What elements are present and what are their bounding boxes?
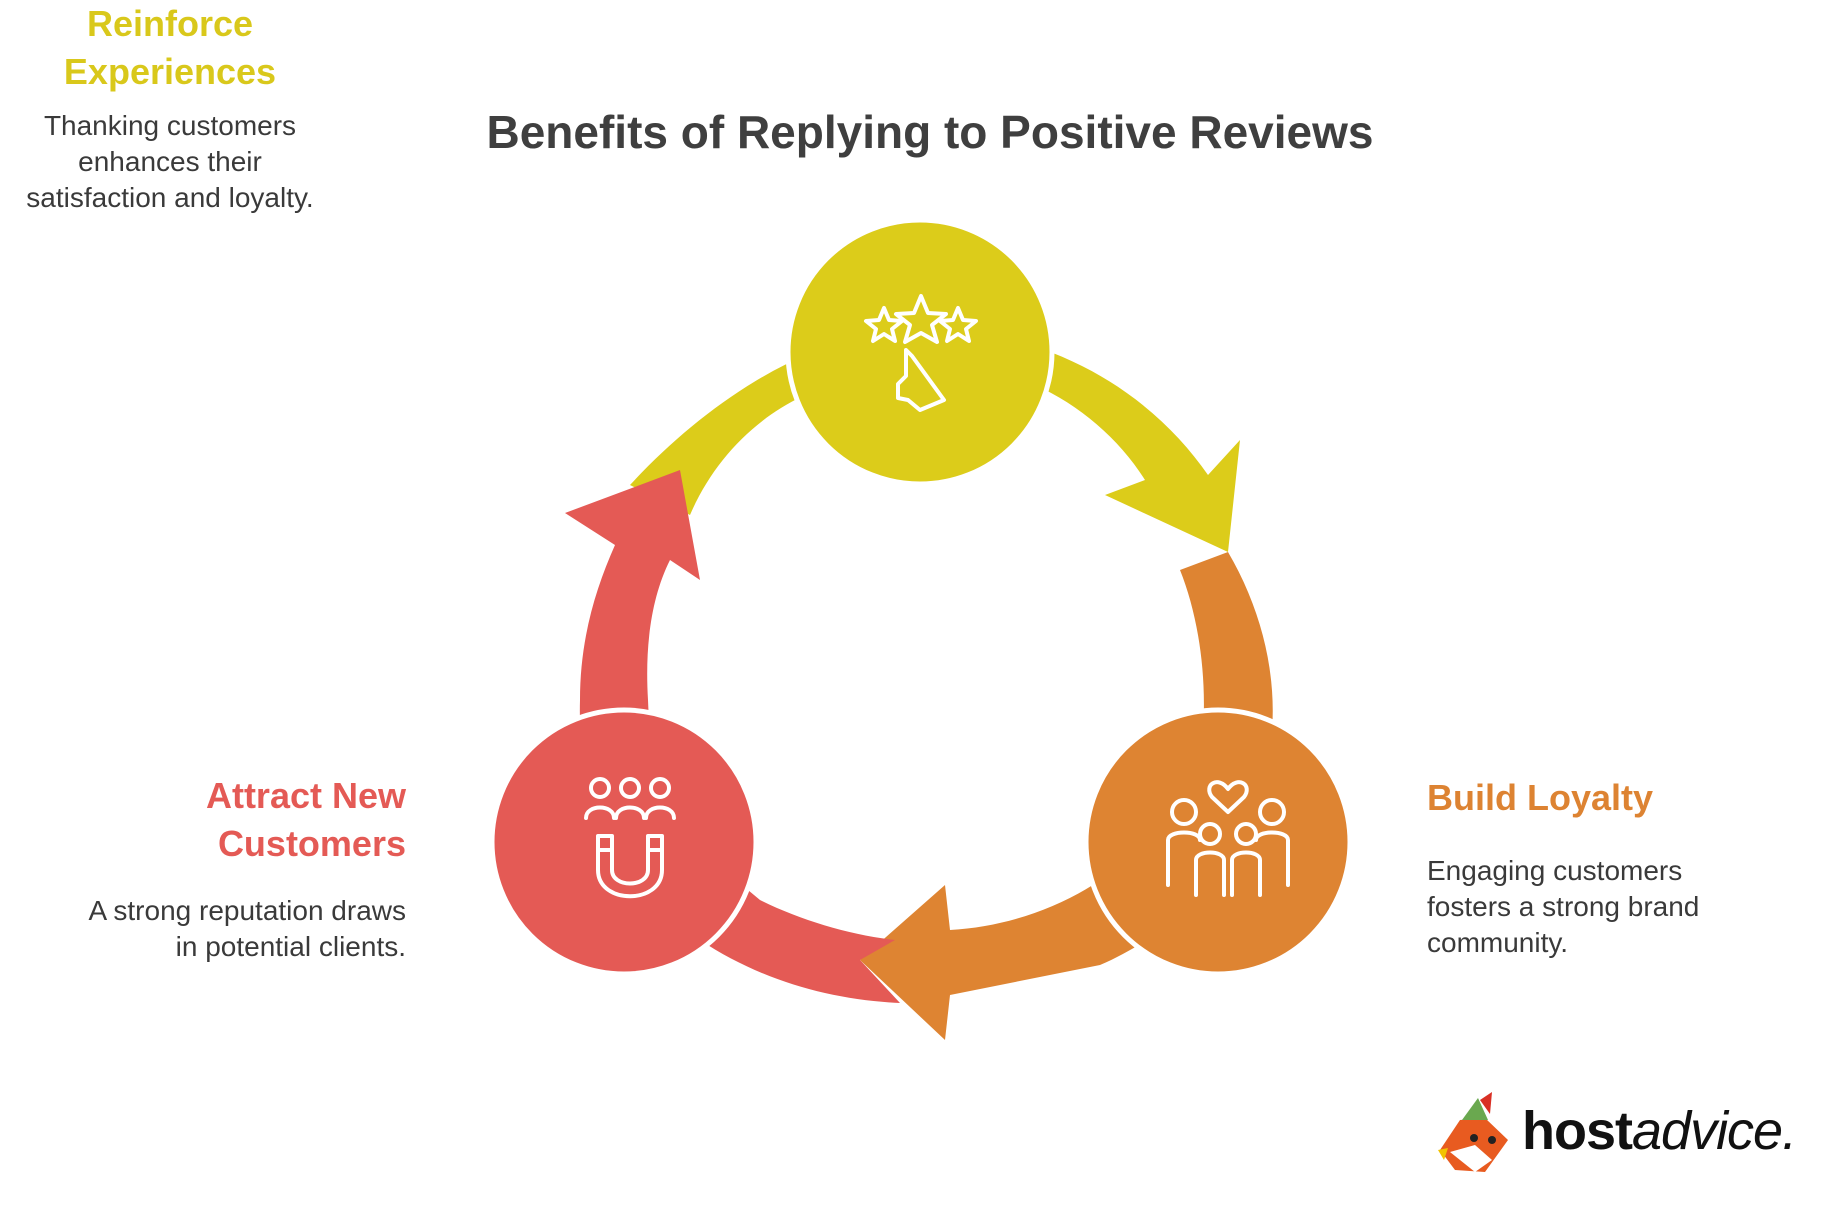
- reinforce-title-line2: Experiences: [63, 51, 277, 92]
- reinforce-title-line1: Reinforce: [86, 3, 254, 44]
- reinforce-experiences-block: Reinforce Experiences Thanking customers…: [0, 0, 340, 216]
- reinforce-desc-line1: Thanking customers: [43, 110, 297, 141]
- logo-regular-text: advice.: [1632, 1101, 1797, 1161]
- attract-title-line1: Attract New: [205, 775, 406, 816]
- page-title: Benefits of Replying to Positive Reviews: [486, 106, 1374, 158]
- loyalty-desc-line3: community.: [1427, 927, 1569, 958]
- attract-customers-title: Attract New Customers: [30, 772, 406, 868]
- loyalty-desc-line2: fosters a strong brand: [1427, 891, 1700, 922]
- build-loyalty-title: Build Loyalty: [1427, 777, 1654, 818]
- attract-title-line2: Customers: [217, 823, 406, 864]
- logo-wordmark: hostadvice.: [1522, 1100, 1797, 1162]
- fox-mascot-icon: [1438, 1092, 1508, 1172]
- reinforce-desc-line2: enhances their: [78, 146, 262, 177]
- reinforce-circle: [785, 217, 1055, 487]
- hostadvice-logo: hostadvice.: [1430, 1090, 1797, 1180]
- reinforce-desc-line3: satisfaction and loyalty.: [26, 182, 314, 213]
- attract-desc-line2: in potential clients.: [175, 931, 406, 962]
- logo-bold-text: host: [1522, 1101, 1633, 1161]
- family-heart-icon: [1166, 780, 1290, 897]
- attract-desc-line1: A strong reputation draws: [88, 895, 406, 926]
- attract-circle: [489, 707, 759, 977]
- people-magnet-icon: [584, 777, 676, 899]
- loyalty-desc-line1: Engaging customers: [1427, 855, 1683, 886]
- build-loyalty-desc: Engaging customers fosters a strong bran…: [1427, 853, 1767, 961]
- attract-customers-desc: A strong reputation draws in potential c…: [30, 893, 406, 965]
- arrow-yellow: [630, 338, 1240, 552]
- stars-hand-icon: [864, 294, 978, 412]
- reinforce-desc: Thanking customers enhances their satisf…: [0, 108, 340, 216]
